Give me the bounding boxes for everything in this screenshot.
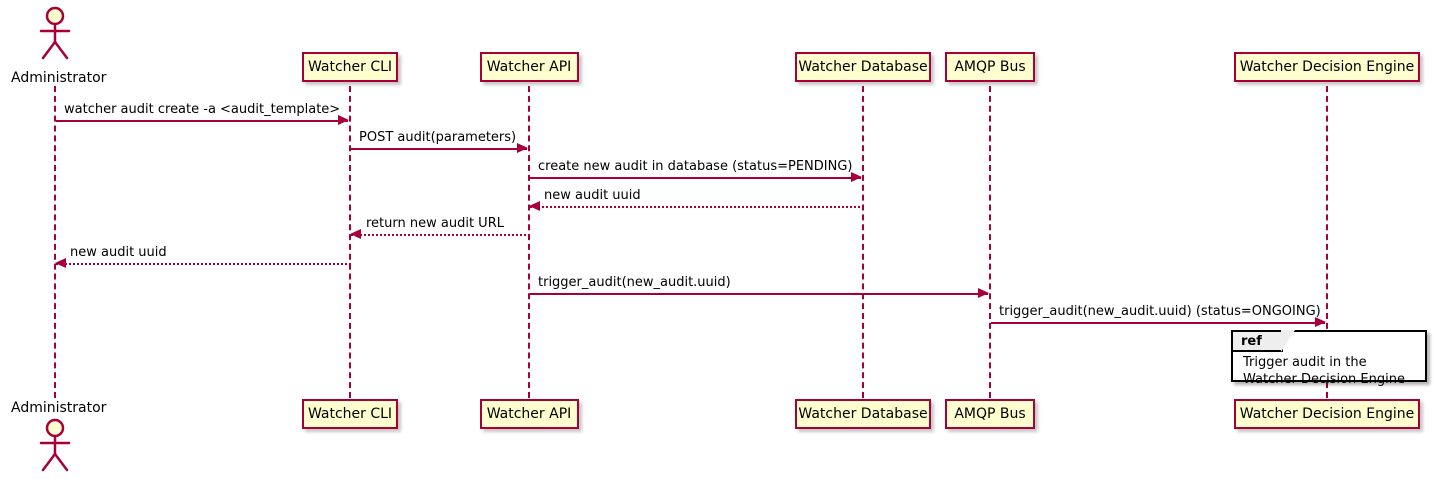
participant-amqp-bus-top[interactable]: AMQP Bus (945, 52, 1035, 82)
participant-watcher-decision-engine-top[interactable]: Watcher Decision Engine (1234, 52, 1420, 82)
actor-icon (39, 418, 71, 472)
participant-watcher-database-top[interactable]: Watcher Database (795, 52, 931, 82)
message-line-4 (530, 206, 864, 208)
message-label-8: trigger_audit(new_audit.uuid) (status=ON… (999, 304, 1321, 319)
lifeline-watcher-cli (349, 86, 351, 398)
message-line-6 (56, 263, 351, 265)
arrowhead-right-1 (338, 115, 349, 125)
message-label-4: new audit uuid (544, 188, 641, 203)
arrowhead-right-3 (851, 172, 862, 182)
message-line-3 (530, 177, 861, 179)
participant-watcher-database-bottom[interactable]: Watcher Database (795, 399, 931, 429)
arrowhead-right-7 (978, 288, 989, 298)
actor-label-administrator: Administrator (11, 70, 107, 86)
participant-watcher-cli-top[interactable]: Watcher CLI (302, 52, 398, 82)
participant-watcher-api-bottom[interactable]: Watcher API (479, 399, 579, 429)
actor-icon (39, 6, 71, 60)
lifeline-administrator (54, 86, 56, 398)
message-line-7 (530, 293, 988, 295)
lifeline-watcher-api (528, 86, 530, 398)
arrowhead-right-2 (517, 143, 528, 153)
message-label-1: watcher audit create -a <audit_template> (64, 102, 341, 117)
fragment-tab-label: ref (1233, 330, 1295, 352)
lifeline-watcher-database (862, 86, 864, 398)
message-label-7: trigger_audit(new_audit.uuid) (538, 275, 731, 290)
arrowhead-right-8 (1315, 317, 1326, 327)
message-label-2: POST audit(parameters) (359, 130, 517, 145)
participant-amqp-bus-bottom[interactable]: AMQP Bus (945, 399, 1035, 429)
message-line-1 (56, 120, 348, 122)
lifeline-watcher-decision-engine (1326, 86, 1328, 398)
arrowhead-left-5 (350, 229, 361, 239)
arrowhead-left-4 (529, 201, 540, 211)
participant-watcher-cli-bottom[interactable]: Watcher CLI (302, 399, 398, 429)
message-label-5: return new audit URL (366, 216, 504, 231)
participant-watcher-decision-engine-bottom[interactable]: Watcher Decision Engine (1234, 399, 1420, 429)
message-line-2 (351, 148, 527, 150)
lifeline-amqp-bus (989, 86, 991, 398)
message-label-3: create new audit in database (status=PEN… (538, 159, 853, 174)
participant-watcher-api-top[interactable]: Watcher API (479, 52, 579, 82)
message-label-6: new audit uuid (70, 245, 167, 260)
actor-label-administrator: Administrator (11, 400, 107, 416)
arrowhead-left-6 (55, 258, 66, 268)
fragment-body-text: Trigger audit in the Watcher Decision En… (1243, 355, 1405, 387)
message-line-5 (351, 234, 530, 236)
message-line-8 (991, 322, 1325, 324)
